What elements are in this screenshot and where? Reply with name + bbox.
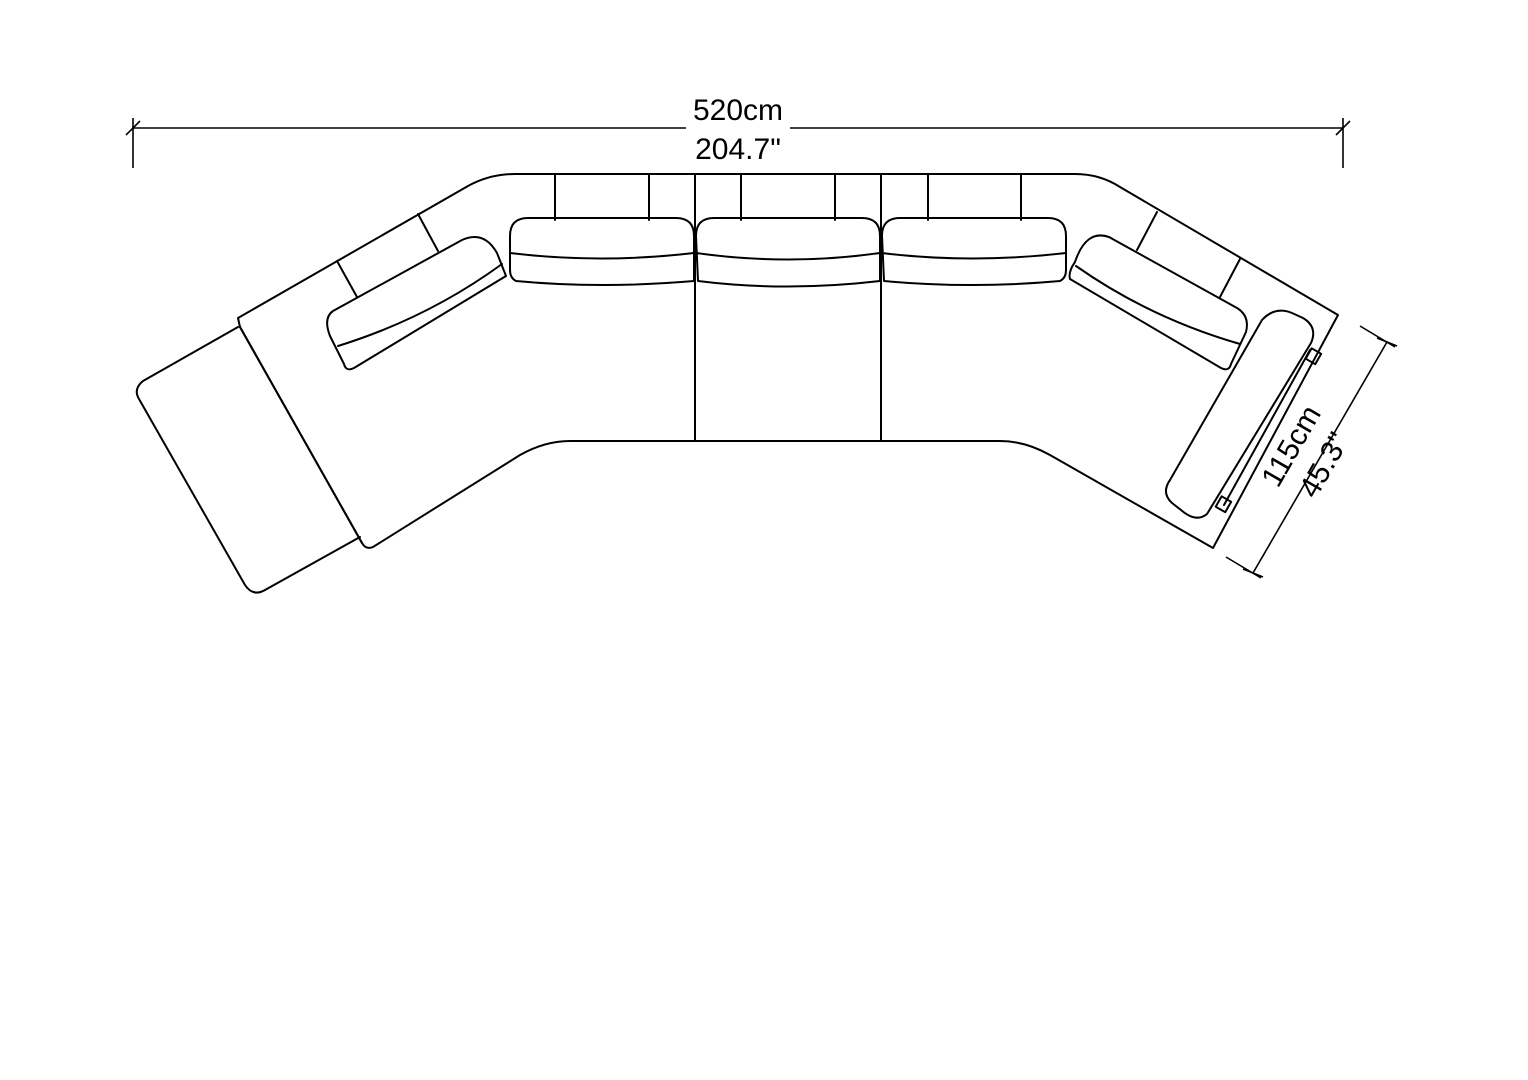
width-imperial-label: 204.7" [695,133,781,166]
headrest-right-center [881,217,1067,286]
headrest-right-center-outline [881,217,1067,286]
headrest-right-angled [1068,234,1248,371]
left-chaise-seat-division [239,326,363,544]
depth-tick-top [1376,337,1398,347]
back-cushion-dividers [554,173,1022,221]
headrest-middle-outline [695,217,881,288]
headrest-left-center [509,217,695,286]
headrest-middle [695,217,881,288]
headrest-left-angled-outline [326,236,507,371]
left-chaise-extension [135,326,361,594]
right-armrest-outline [1165,309,1315,519]
sofa-base-outline [237,173,1339,549]
depth-tick-bottom [1242,568,1264,578]
headrest-left-angled-edge [337,263,503,347]
width-label-backdrop [686,112,790,144]
headrest-left-center-edge [509,252,695,260]
depth-label-backdrop [1262,390,1325,470]
right-back-divider-1 [1136,211,1158,251]
armrest-connector-top [1304,347,1323,366]
width-metric-label: 520cm [693,94,783,127]
headrest-right-angled-outline [1068,234,1248,371]
headrest-left-angled [326,236,507,371]
width-tick-right [1335,120,1351,136]
headrest-right-center-edge [881,252,1067,260]
right-armrest-inner-edge [1223,349,1311,506]
depth-dimension-line [1252,341,1388,574]
width-tick-left [125,120,141,136]
width-dimension: 520cm 204.7" [125,94,1351,168]
depth-label-group: 115cm 45.3" [1255,400,1356,503]
headrest-right-angled-edge [1075,265,1241,345]
sofa [135,173,1339,594]
headrest-left-center-outline [509,217,695,286]
left-back-divider-2 [417,213,439,252]
right-armrest [1165,309,1323,519]
headrest-middle-edge [695,252,881,261]
left-back-divider-1 [336,260,358,298]
armrest-connector-bottom [1214,495,1233,514]
right-back-divider-2 [1219,258,1241,298]
